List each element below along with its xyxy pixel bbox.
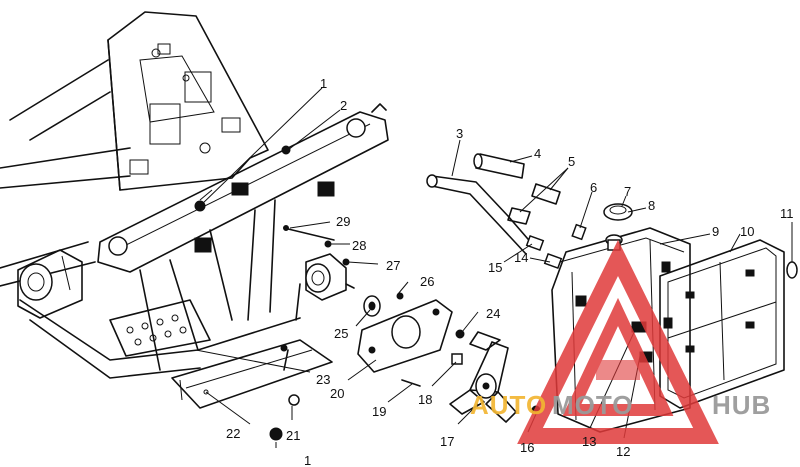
vehicle-frame xyxy=(0,11,389,409)
coolant-hoses xyxy=(426,153,587,270)
callout-20: 20 xyxy=(330,386,344,401)
callout-12: 12 xyxy=(616,444,630,459)
callout-3: 3 xyxy=(456,126,463,141)
watermark-logo xyxy=(517,239,719,444)
callout-2: 2 xyxy=(340,98,347,113)
callout-1-top: 1 xyxy=(320,76,327,91)
callout-9: 9 xyxy=(712,224,719,239)
callout-6: 6 xyxy=(590,180,597,195)
callout-26: 26 xyxy=(420,274,434,289)
callout-16: 16 xyxy=(520,440,534,455)
radiator-screen xyxy=(659,239,798,409)
callout-28: 28 xyxy=(352,238,366,253)
watermark-hub: HUB xyxy=(712,390,771,420)
callout-25: 25 xyxy=(334,326,348,341)
callout-5: 5 xyxy=(568,154,575,169)
callout-14: 14 xyxy=(514,250,528,265)
callout-4: 4 xyxy=(534,146,541,161)
callout-8: 8 xyxy=(648,198,655,213)
callout-29: 29 xyxy=(336,214,350,229)
callout-11: 11 xyxy=(780,206,794,221)
callout-1-bottom: 1 xyxy=(304,453,311,467)
callout-23: 23 xyxy=(316,372,330,387)
callout-19: 19 xyxy=(372,404,386,419)
callout-18: 18 xyxy=(418,392,432,407)
callout-22: 22 xyxy=(226,426,240,441)
callout-27: 27 xyxy=(386,258,400,273)
callout-15: 15 xyxy=(488,260,502,275)
callout-10: 10 xyxy=(740,224,754,239)
leader-lines xyxy=(195,87,793,448)
callout-24: 24 xyxy=(486,306,500,321)
watermark-auto: AUTO xyxy=(470,390,547,420)
callout-21: 21 xyxy=(286,428,300,443)
callout-labels: 1 2 3 4 5 6 7 8 9 10 11 12 13 14 15 16 1… xyxy=(226,76,794,467)
watermark-moto: MOTO xyxy=(552,390,634,420)
callout-7: 7 xyxy=(624,184,631,199)
watermark-text: AUTO MOTO HUB xyxy=(470,390,771,420)
callout-17: 17 xyxy=(440,434,454,449)
callout-13: 13 xyxy=(582,434,596,449)
